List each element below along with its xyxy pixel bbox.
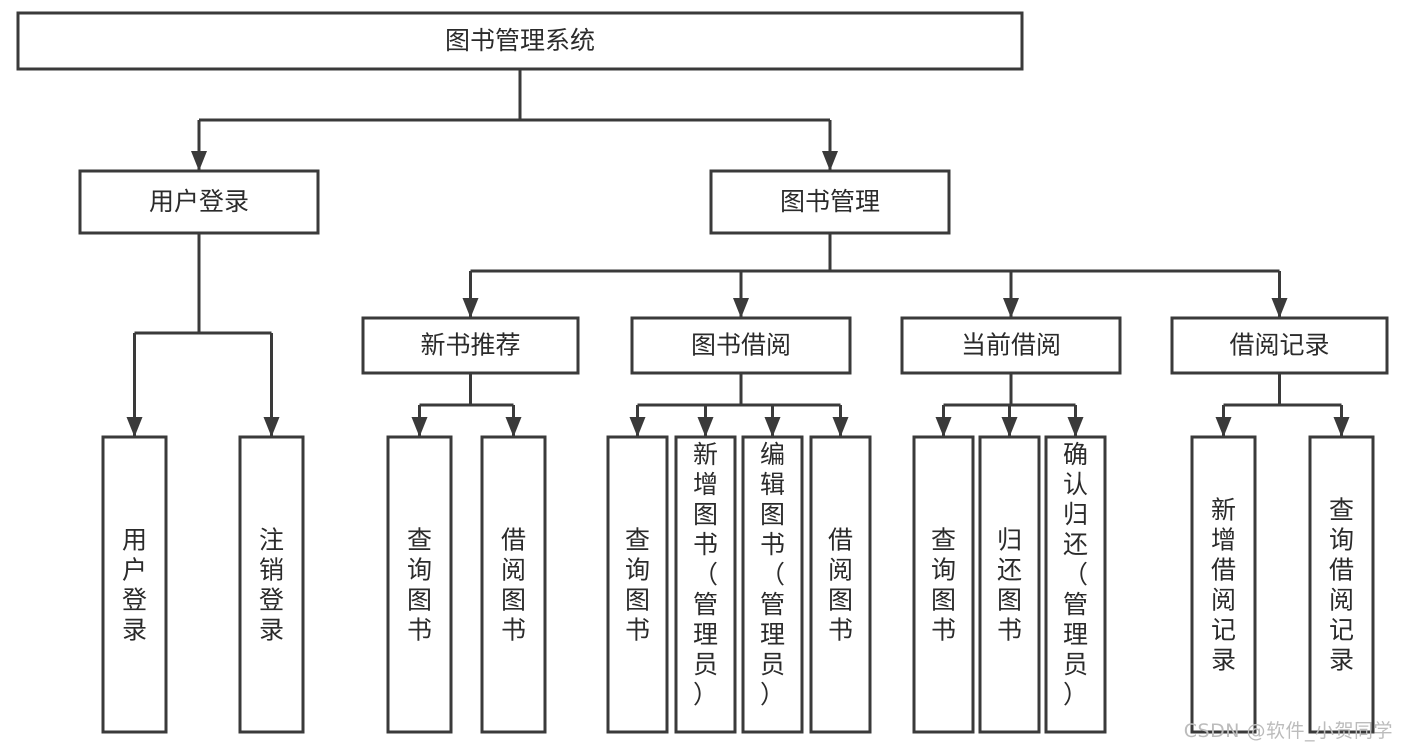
node-user-login-label: 用户登录 [149,187,249,216]
node-root-label: 图书管理系统 [445,26,595,55]
node-leaf-query-book-current-label: 查询图书 [931,526,956,645]
node-leaf-logout-label: 注销登录 [259,526,284,645]
node-leaf-borrow-book[interactable]: 借阅图书 [809,435,872,734]
node-leaf-query-book-borrow-label: 查询图书 [625,526,650,645]
node-leaf-add-borrow-record-label: 新增借阅记录 [1211,496,1236,675]
node-leaf-query-borrow-record-box[interactable] [1308,435,1375,734]
node-current-borrow[interactable]: 当前借阅 [900,316,1122,375]
node-leaf-query-book-current-box[interactable] [912,435,975,734]
node-leaf-query-borrow-record[interactable]: 查询借阅记录 [1308,435,1375,734]
node-leaf-query-book-borrow[interactable]: 查询图书 [606,435,669,734]
arrow-head-icon [191,151,207,171]
edge-group-borrow-record [1215,373,1350,437]
edges-layer [126,69,1350,437]
node-book-manage-label: 图书管理 [780,187,880,216]
node-leaf-logout-box[interactable] [238,435,305,734]
node-leaf-user-login[interactable]: 用户登录 [101,435,168,734]
node-current-borrow-label: 当前借阅 [961,331,1061,360]
arrow-head-icon [764,417,781,437]
node-leaf-add-book-label: 新增图书（管理员） [693,440,718,709]
node-leaf-add-borrow-record-box[interactable] [1190,435,1257,734]
arrow-head-icon [832,417,849,437]
node-leaf-query-book-current[interactable]: 查询图书 [912,435,975,734]
node-user-login[interactable]: 用户登录 [78,169,320,235]
arrow-head-icon [822,151,838,171]
edge-group-new-book-recommend [411,373,522,437]
node-leaf-borrow-book-recommend-box[interactable] [480,435,547,734]
node-leaf-add-borrow-record[interactable]: 新增借阅记录 [1190,435,1257,734]
node-leaf-query-borrow-record-label: 查询借阅记录 [1329,496,1354,675]
arrow-head-icon [1003,298,1019,318]
node-leaf-borrow-book-recommend-label: 借阅图书 [501,526,526,645]
nodes-layer: 图书管理系统用户登录图书管理新书推荐图书借阅当前借阅借阅记录用户登录注销登录查询… [16,11,1389,734]
node-current-borrow-box[interactable] [900,316,1122,375]
node-leaf-edit-book[interactable]: 编辑图书（管理员） [741,435,804,734]
node-leaf-user-login-box[interactable] [101,435,168,734]
node-leaf-return-book-label: 归还图书 [997,526,1022,645]
arrow-head-icon [733,298,749,318]
node-leaf-edit-book-box[interactable] [741,435,804,734]
arrow-head-icon [1333,417,1350,437]
node-borrow-record-box[interactable] [1170,316,1389,375]
node-leaf-confirm-return[interactable]: 确认归还（管理员） [1044,435,1107,734]
node-leaf-logout[interactable]: 注销登录 [238,435,305,734]
node-leaf-query-book-recommend-box[interactable] [386,435,453,734]
node-root-box[interactable] [16,11,1024,71]
node-leaf-return-book[interactable]: 归还图书 [978,435,1041,734]
arrow-head-icon [126,417,143,437]
arrow-head-icon [1001,417,1018,437]
arrow-head-icon [1271,298,1288,318]
arrow-head-icon [1067,417,1084,437]
arrow-head-icon [462,298,479,318]
edge-group-book-borrow [629,373,849,437]
node-leaf-return-book-box[interactable] [978,435,1041,734]
node-leaf-confirm-return-box[interactable] [1044,435,1107,734]
edge-group-root [191,69,838,171]
arrow-head-icon [629,417,646,437]
node-book-borrow[interactable]: 图书借阅 [630,316,852,375]
edge-group-user-login [126,233,280,437]
node-borrow-record[interactable]: 借阅记录 [1170,316,1389,375]
node-leaf-add-book[interactable]: 新增图书（管理员） [674,435,737,734]
node-leaf-borrow-book-recommend[interactable]: 借阅图书 [480,435,547,734]
node-leaf-borrow-book-label: 借阅图书 [828,526,853,645]
node-leaf-query-book-borrow-box[interactable] [606,435,669,734]
arrow-head-icon [935,417,952,437]
node-book-borrow-label: 图书借阅 [691,331,791,360]
node-new-book-recommend-box[interactable] [361,316,580,375]
node-leaf-add-book-box[interactable] [674,435,737,734]
arrow-head-icon [411,417,428,437]
node-book-borrow-box[interactable] [630,316,852,375]
node-leaf-user-login-label: 用户登录 [122,526,147,645]
arrow-head-icon [505,417,522,437]
node-book-manage-box[interactable] [709,169,951,235]
node-leaf-borrow-book-box[interactable] [809,435,872,734]
node-book-manage[interactable]: 图书管理 [709,169,951,235]
node-root[interactable]: 图书管理系统 [16,11,1024,71]
node-new-book-recommend[interactable]: 新书推荐 [361,316,580,375]
arrow-head-icon [697,417,714,437]
edge-group-book-manage [462,233,1288,318]
node-new-book-recommend-label: 新书推荐 [420,331,520,360]
node-leaf-edit-book-label: 编辑图书（管理员） [760,440,785,709]
node-leaf-query-book-recommend[interactable]: 查询图书 [386,435,453,734]
node-leaf-confirm-return-label: 确认归还（管理员） [1063,440,1088,709]
node-leaf-query-book-recommend-label: 查询图书 [407,526,432,645]
arrow-head-icon [1215,417,1232,437]
arrow-head-icon [263,417,280,437]
node-user-login-box[interactable] [78,169,320,235]
edge-group-current-borrow [935,373,1084,437]
node-borrow-record-label: 借阅记录 [1229,331,1329,360]
